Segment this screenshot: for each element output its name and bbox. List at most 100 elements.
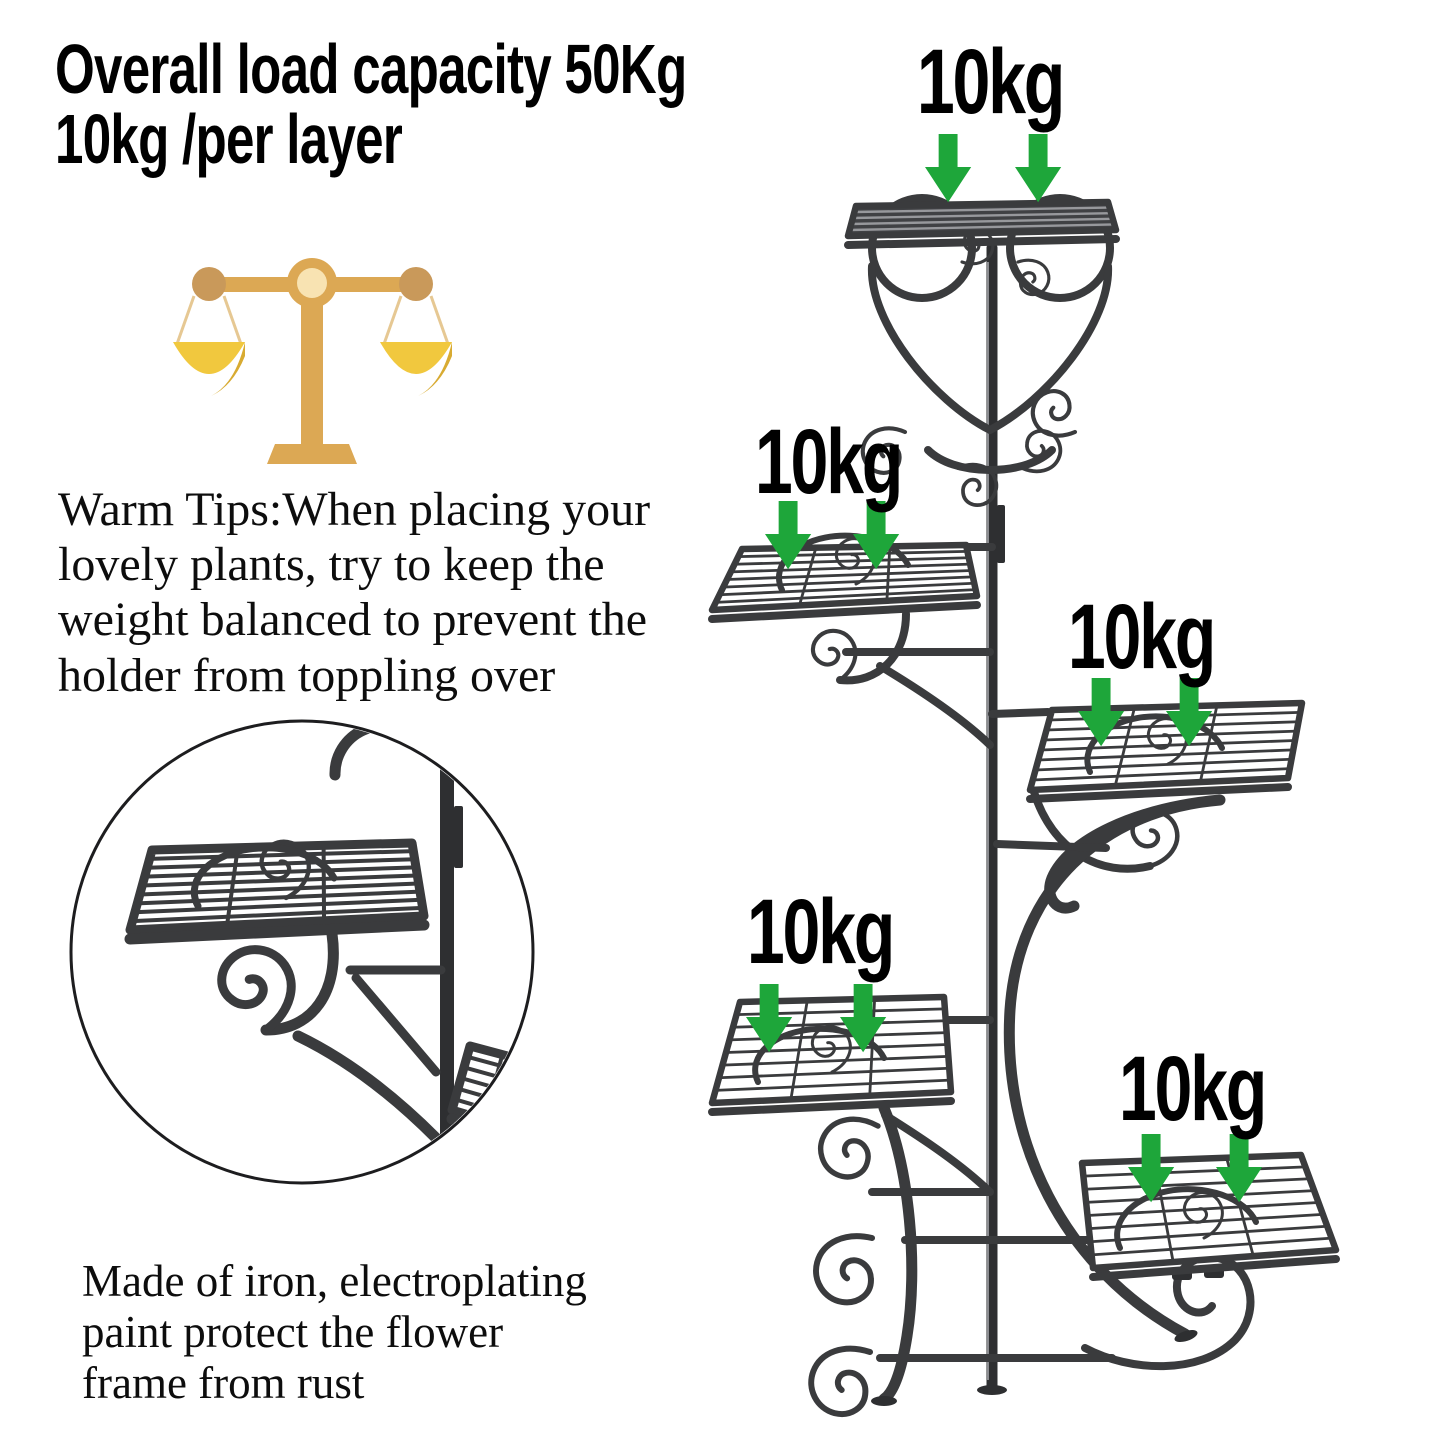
support-diagonal bbox=[876, 662, 994, 749]
title-line-2: 10kg /per layer bbox=[55, 100, 403, 178]
shelf-wire bbox=[137, 889, 421, 906]
bracket-arch bbox=[836, 610, 910, 685]
shelf-crosswire bbox=[1198, 705, 1219, 783]
scale-pan-right bbox=[380, 342, 452, 374]
detail-circle-border bbox=[69, 719, 535, 1185]
scale-post bbox=[301, 284, 323, 446]
shelf-frame bbox=[447, 1041, 531, 1145]
tips-line: Warm Tips:When placing your bbox=[58, 483, 651, 536]
support-diagonal bbox=[881, 1111, 994, 1196]
detail-bracket-arm bbox=[292, 1030, 442, 1144]
shelf-wire bbox=[144, 865, 417, 879]
shelf-wire bbox=[722, 1054, 949, 1067]
scroll-curl-icon bbox=[801, 1334, 884, 1423]
pole-latch bbox=[997, 505, 1005, 563]
scale-pan-left-shade bbox=[211, 342, 245, 396]
title-line-1: Overall load capacity 50Kg bbox=[55, 30, 687, 108]
shelf-rim bbox=[124, 919, 430, 945]
foot bbox=[1174, 1329, 1198, 1343]
heart-side-right bbox=[986, 262, 1113, 434]
scale-string bbox=[429, 295, 450, 345]
scale-pan-left bbox=[173, 342, 245, 374]
detail-pole-latch bbox=[454, 806, 463, 868]
shelf-wire bbox=[149, 849, 414, 861]
shelf-wire bbox=[715, 588, 976, 604]
stand-frame bbox=[801, 194, 1255, 1423]
detail-bracket bbox=[260, 928, 339, 1036]
scroll-curl-icon bbox=[1012, 423, 1070, 484]
shelf-wire bbox=[1091, 1236, 1332, 1257]
shelf-pole-link bbox=[988, 708, 1052, 718]
base bbox=[871, 1236, 1198, 1406]
shelf4-support bbox=[801, 1016, 994, 1423]
shelf-crosswire bbox=[798, 547, 818, 606]
scale-knob-left bbox=[192, 267, 226, 301]
left-c-scroll bbox=[878, 1102, 918, 1405]
note-line: Made of iron, electroplating bbox=[82, 1256, 587, 1306]
scale-pivot-center bbox=[297, 268, 327, 298]
shelf-wire bbox=[723, 575, 973, 589]
shelf-scroll-accents bbox=[752, 531, 1259, 1251]
material-note-text: Made of iron, electroplating paint prote… bbox=[82, 1256, 587, 1409]
big-c-scroll bbox=[1003, 794, 1226, 1340]
shelf-frame bbox=[1026, 699, 1306, 794]
zoom-detail bbox=[69, 719, 535, 1185]
scale-string bbox=[175, 295, 196, 345]
shelf-wire bbox=[1043, 729, 1297, 742]
detail-mini-shelf bbox=[446, 1041, 531, 1155]
page-title: Overall load capacity 50Kg 10kg /per lay… bbox=[55, 30, 687, 178]
shelf-crosswire bbox=[516, 1062, 531, 1131]
mid-rail bbox=[993, 840, 1110, 852]
shelf-wire bbox=[849, 223, 1115, 232]
scale-body bbox=[173, 258, 452, 464]
shelf-wire bbox=[454, 1097, 531, 1131]
shelf-crosswire bbox=[225, 847, 240, 926]
shelf-wire bbox=[734, 556, 969, 566]
down-arrow-icon bbox=[1015, 134, 1062, 203]
shelf-rim bbox=[708, 1097, 955, 1116]
weight-label: 10kg bbox=[1067, 586, 1217, 688]
detail-shelf-arc bbox=[190, 844, 338, 910]
heart-tail-left bbox=[924, 446, 994, 474]
scroll-curl-icon bbox=[807, 1223, 886, 1309]
shelf-wire bbox=[715, 1078, 951, 1092]
shelf-rim bbox=[844, 235, 1120, 249]
tips-line: holder from toppling over bbox=[58, 648, 556, 702]
shelf-wire bbox=[1088, 1212, 1323, 1231]
bracket-spiral bbox=[1081, 1253, 1255, 1371]
foot bbox=[977, 1385, 1007, 1395]
detail-diagonal bbox=[351, 973, 441, 1077]
top-shelf bbox=[844, 198, 1120, 249]
weight-label: 10kg bbox=[916, 31, 1066, 133]
shelf-frame bbox=[708, 993, 955, 1107]
heart-scroll bbox=[855, 194, 1114, 513]
scroll-curl-icon bbox=[809, 1104, 888, 1186]
shelf-wire bbox=[1032, 767, 1290, 782]
scale-string bbox=[222, 295, 243, 345]
shelf-wire bbox=[139, 881, 419, 897]
warm-tips-text: Warm Tips:When placing your lovely plant… bbox=[58, 482, 650, 703]
tips-line: weight balanced to prevent the bbox=[58, 593, 648, 647]
shelf-crosswire bbox=[885, 546, 892, 601]
scale-base bbox=[267, 444, 357, 464]
detail-shelf bbox=[124, 838, 430, 945]
shelf-wire bbox=[852, 212, 1112, 220]
shelf-wire bbox=[719, 581, 975, 597]
shelf-rim bbox=[446, 1113, 531, 1155]
shelf-wire bbox=[1046, 720, 1299, 732]
shelf-rim bbox=[1089, 1255, 1340, 1281]
shelf3-support bbox=[988, 708, 1226, 1340]
weight-label: 10kg bbox=[746, 881, 896, 983]
shelf5-arc bbox=[1114, 1186, 1259, 1251]
heart-side-left bbox=[867, 262, 994, 434]
down-arrow-icon bbox=[925, 134, 972, 203]
scale-knob-right bbox=[399, 267, 433, 301]
shelf-wire bbox=[1086, 1189, 1315, 1204]
shelf2-arc bbox=[775, 532, 911, 593]
shelf2-support bbox=[807, 543, 996, 749]
balance-scale-icon bbox=[173, 258, 452, 464]
shelf-wire bbox=[1084, 1177, 1310, 1191]
scale-pan-right-shade bbox=[418, 342, 452, 396]
